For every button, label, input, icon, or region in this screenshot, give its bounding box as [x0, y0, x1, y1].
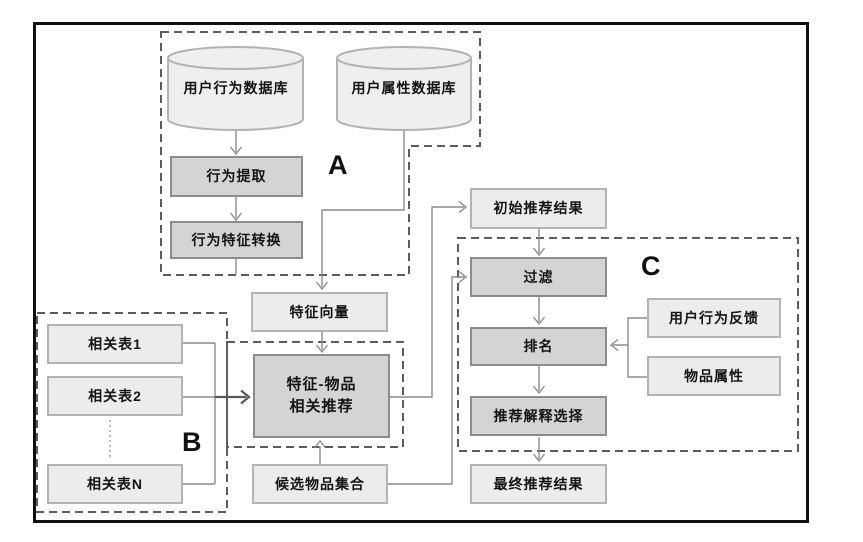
group-c-outline [457, 237, 799, 452]
node-initial-recommend-result: 初始推荐结果 [470, 188, 607, 229]
node-behavior-feature-convert: 行为特征转换 [170, 221, 303, 259]
related-tables-arrow [215, 389, 251, 405]
group-b-label: B [182, 427, 202, 457]
user-attribute-database-icon [336, 46, 472, 131]
node-item-attribute: 物品属性 [647, 356, 781, 396]
group-a-label: A [328, 150, 348, 180]
node-related-table-n: 相关表N [47, 464, 183, 504]
node-candidate-item-set: 候选物品集合 [252, 464, 388, 504]
user-behavior-database-icon [167, 46, 304, 131]
node-related-table-1: 相关表1 [47, 324, 183, 364]
node-final-recommend-result: 最终推荐结果 [470, 464, 607, 504]
connector-lines [183, 131, 647, 485]
feature-item-group-outline [226, 341, 404, 448]
node-behavior-extract: 行为提取 [170, 156, 303, 197]
node-recommend-explain-select: 推荐解释选择 [470, 396, 607, 436]
user-behavior-db-label: 用户行为数据库 [183, 80, 289, 96]
group-c-label: C [641, 251, 661, 281]
node-feature-vector: 特征向量 [251, 292, 388, 332]
node-filter: 过滤 [470, 257, 607, 297]
node-related-table-2: 相关表2 [47, 376, 183, 416]
user-attribute-db-label: 用户属性数据库 [351, 80, 457, 96]
node-user-behavior-feedback: 用户行为反馈 [647, 298, 781, 338]
group-a-outline [160, 31, 481, 276]
node-feature-item-recommend: 特征-物品 相关推荐 [253, 354, 390, 438]
node-ranking: 排名 [470, 327, 607, 366]
